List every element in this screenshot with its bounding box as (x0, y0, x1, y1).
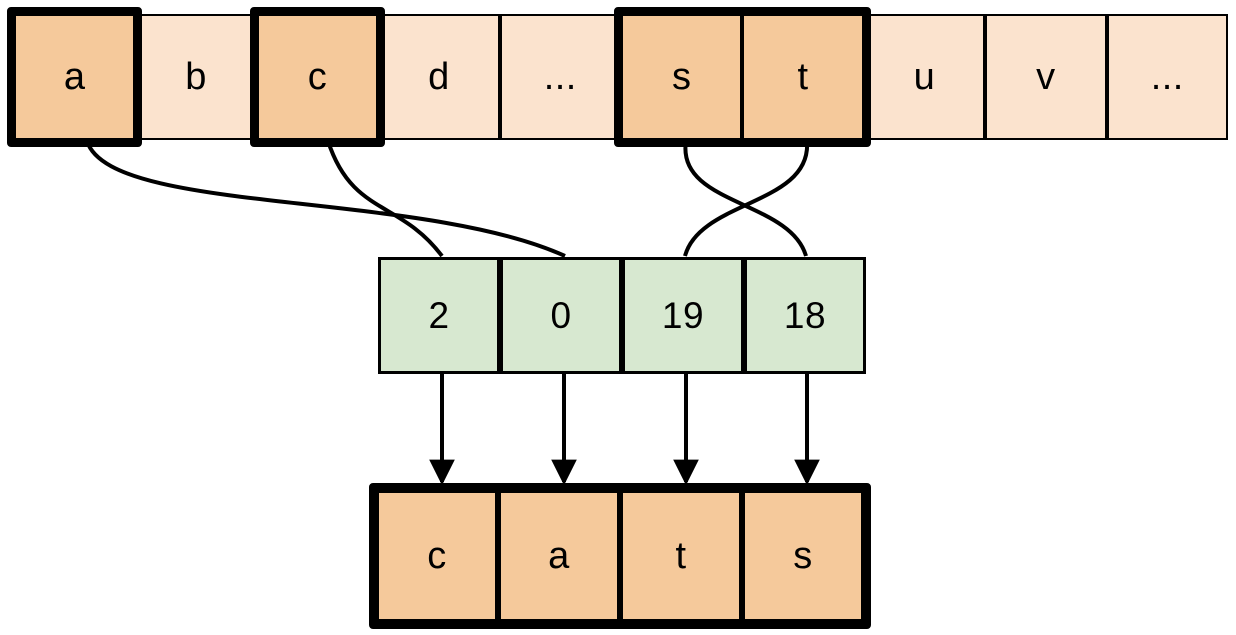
curve-c-to-2 (326, 140, 444, 258)
alphabet-cell-7[interactable]: u (863, 14, 986, 140)
result-cell-0[interactable]: c (376, 490, 498, 622)
alphabet-cell-label: c (307, 56, 328, 98)
alphabet-cell-0[interactable]: a (14, 14, 136, 140)
result-cell-label: a (548, 535, 570, 577)
alphabet-cell-label: d (428, 56, 450, 98)
alphabet-cell-5[interactable]: s (621, 14, 743, 140)
alphabet-cell-label: s (671, 56, 692, 98)
index-cell-2[interactable]: 19 (622, 257, 744, 374)
alphabet-cell-3[interactable]: d (378, 14, 500, 140)
index-cell-label: 18 (783, 295, 827, 336)
index-cell-1[interactable]: 0 (500, 257, 622, 374)
alphabet-cell-6[interactable]: t (742, 14, 864, 140)
alphabet-cell-4[interactable]: ... (499, 14, 621, 140)
index-cell-label: 2 (428, 295, 450, 336)
alphabet-cell-label: ... (1150, 56, 1184, 98)
index-cell-3[interactable]: 18 (744, 257, 866, 374)
index-cell-label: 19 (661, 295, 705, 336)
index-cell-0[interactable]: 2 (378, 257, 500, 374)
alphabet-cell-1[interactable]: b (135, 14, 257, 140)
alphabet-cell-label: t (797, 56, 809, 98)
curve-s-to-18 (683, 140, 808, 257)
alphabet-cell-8[interactable]: v (985, 14, 1107, 140)
alphabet-cell-label: v (1036, 56, 1056, 98)
alphabet-cell-9[interactable]: ... (1106, 14, 1228, 140)
alphabet-cell-label: ... (543, 56, 577, 98)
result-cell-2[interactable]: t (620, 490, 742, 622)
result-cell-label: c (427, 535, 447, 577)
alphabet-cell-label: u (913, 56, 936, 98)
index-cell-label: 0 (550, 295, 572, 336)
result-cell-label: t (675, 535, 687, 577)
alphabet-cell-label: a (63, 56, 86, 98)
alphabet-cell-2[interactable]: c (256, 14, 379, 140)
curve-t-to-19 (683, 140, 810, 257)
result-cell-3[interactable]: s (742, 490, 864, 622)
result-cell-1[interactable]: a (498, 490, 620, 622)
result-cell-label: s (793, 535, 813, 577)
curve-a-to-0 (85, 140, 566, 258)
alphabet-cell-label: b (185, 56, 207, 98)
